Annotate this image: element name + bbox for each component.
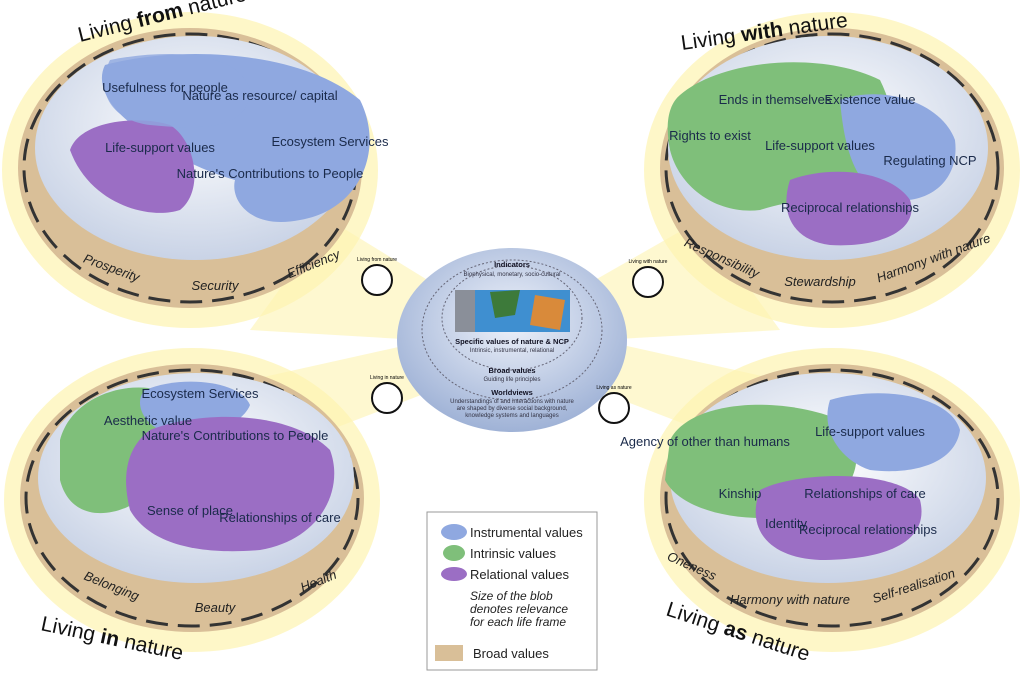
blob-label: Usefulness for people <box>102 80 228 95</box>
blob-label: Nature's Contributions to People <box>142 428 329 443</box>
blob-label: Reciprocal relationships <box>781 200 920 215</box>
blob-label: Kinship <box>719 486 762 501</box>
blob-label: Existence value <box>824 92 915 107</box>
broad-value: Security <box>192 278 240 293</box>
center-values-model: Indicators Biophysical, monetary, socio-… <box>397 248 627 432</box>
intrinsic-swatch <box>443 545 465 561</box>
center-sublabel: Guiding life principles <box>483 377 540 383</box>
blob-label: Sense of place <box>147 503 233 518</box>
blob-label: Ecosystem Services <box>141 386 259 401</box>
broad-value: Stewardship <box>784 274 856 289</box>
broad-values-swatch <box>435 645 463 661</box>
frame-living-in-nature: Ecosystem Services Aesthetic value Natur… <box>4 348 380 665</box>
broad-value: Harmony with nature <box>730 592 850 607</box>
center-sublabel: Understandings of and interactions with … <box>450 399 574 405</box>
label: Living as nature <box>596 385 632 391</box>
frame-living-as-nature: Agency of other than humans Life-support… <box>620 348 1020 666</box>
instrumental-swatch <box>441 524 467 540</box>
blob-label: Rights to exist <box>669 128 751 143</box>
blob-label: Nature as resource/ capital <box>182 88 337 103</box>
relational-swatch <box>441 567 467 581</box>
label: Size of the blob <box>470 589 553 603</box>
label: Living with nature <box>629 259 668 265</box>
center-sublabel: are shaped by diverse social background, <box>457 406 568 412</box>
center-label: Worldviews <box>491 388 533 397</box>
frame-icons: Living from nature Living with nature Li… <box>357 257 668 424</box>
blob-label: Aesthetic value <box>104 413 192 428</box>
broad-value: Beauty <box>195 600 237 615</box>
center-sublabel: Biophysical, monetary, socio-cultural <box>464 272 561 278</box>
blob-label: Ends in themselves <box>719 92 832 107</box>
blob-label: Life-support values <box>105 140 215 155</box>
label: Relational values <box>470 567 570 582</box>
living-as-nature-icon <box>598 392 630 424</box>
blob-label: Reciprocal relationships <box>799 522 938 537</box>
blob-label: Identity <box>765 516 807 531</box>
label: Intrinsic values <box>470 546 556 561</box>
center-sublabel: knowledge systems and languages <box>465 413 558 419</box>
blob-label: Life-support values <box>815 424 925 439</box>
label: Living in nature <box>370 375 404 381</box>
blob-label: Agency of other than humans <box>620 434 790 449</box>
blob-label: Relationships of care <box>804 486 925 501</box>
label: Living from nature <box>357 257 397 263</box>
label: Instrumental values <box>470 525 583 540</box>
center-label: Broad values <box>488 366 535 375</box>
frame-living-from-nature: Usefulness for people Nature as resource… <box>2 0 389 328</box>
living-with-nature-icon <box>632 266 664 298</box>
blob-label: Regulating NCP <box>883 153 976 168</box>
label: denotes relevance <box>470 602 568 616</box>
center-label: Indicators <box>494 260 530 269</box>
label: Broad values <box>473 646 549 661</box>
blob-label: Ecosystem Services <box>271 134 389 149</box>
center-label: Specific values of nature & NCP <box>455 337 569 346</box>
living-from-nature-icon <box>361 264 393 296</box>
blob-label: Nature's Contributions to People <box>177 166 364 181</box>
living-in-nature-icon <box>371 382 403 414</box>
legend: Instrumental values Intrinsic values Rel… <box>426 511 598 671</box>
blob-label: Life-support values <box>765 138 875 153</box>
blob-label: Relationships of care <box>219 510 340 525</box>
label: for each life frame <box>470 615 566 629</box>
frame-living-with-nature: Ends in themselves Existence value Right… <box>644 9 1020 328</box>
center-sublabel: Intrinsic, instrumental, relational <box>470 348 554 354</box>
